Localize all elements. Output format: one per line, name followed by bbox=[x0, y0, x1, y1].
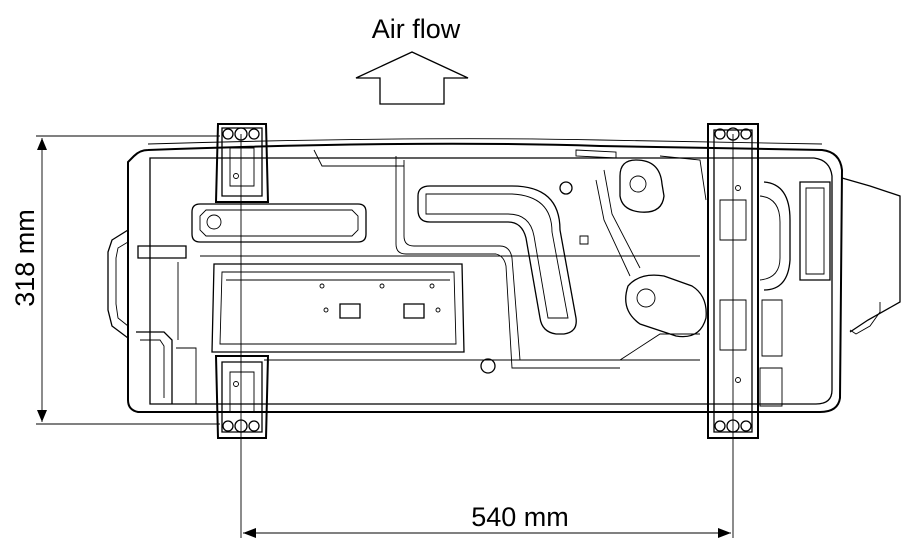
dimension-arrow-icon bbox=[718, 528, 731, 538]
dimension-arrow-icon bbox=[37, 138, 47, 150]
height-dimension-label: 318 mm bbox=[10, 209, 40, 307]
dimension-arrow-icon bbox=[243, 528, 256, 538]
width-dimension-label: 540 mm bbox=[471, 502, 569, 532]
internal-features bbox=[136, 149, 831, 407]
dimension-arrow-icon bbox=[37, 410, 47, 422]
airflow-label: Air flow bbox=[372, 14, 461, 44]
height-dimension bbox=[36, 135, 220, 425]
unit-body-outline bbox=[107, 138, 901, 413]
width-dimension bbox=[240, 134, 734, 538]
airflow-arrow-icon bbox=[355, 51, 469, 105]
left-mounting-bracket bbox=[214, 123, 270, 439]
